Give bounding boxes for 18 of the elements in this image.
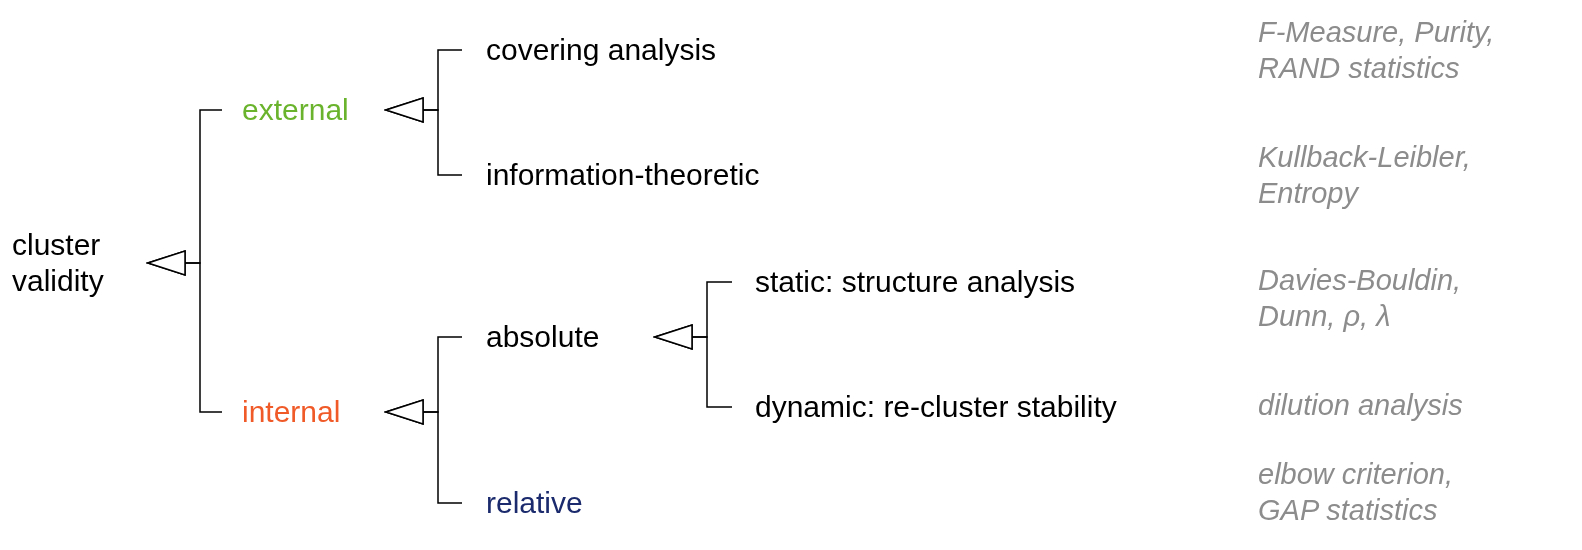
measure-note: Kullback-Leibler, Entropy [1258,140,1472,211]
category-label: dynamic: re-cluster stability [732,387,1202,427]
connector-arrow [385,97,463,176]
category-label: external [222,90,386,130]
category-label: covering analysis [462,30,792,70]
measure-note: elbow criterion, GAP statistics [1258,457,1455,528]
category-label: static: structure analysis [732,262,1172,302]
measure-note: Davies-Bouldin, Dunn, ρ, λ [1258,263,1463,334]
category-label: relative [462,483,662,523]
connector-arrow [654,324,733,408]
measure-note: dilution analysis [1258,388,1464,423]
connector-arrow [147,250,223,413]
category-label: absolute [462,317,655,357]
category-label: internal [222,392,386,432]
category-label: information-theoretic [462,155,822,195]
category-label: cluster validity [12,223,148,303]
connector-arrow [385,399,463,504]
measure-note: F-Measure, Purity, RAND statistics [1258,15,1496,86]
